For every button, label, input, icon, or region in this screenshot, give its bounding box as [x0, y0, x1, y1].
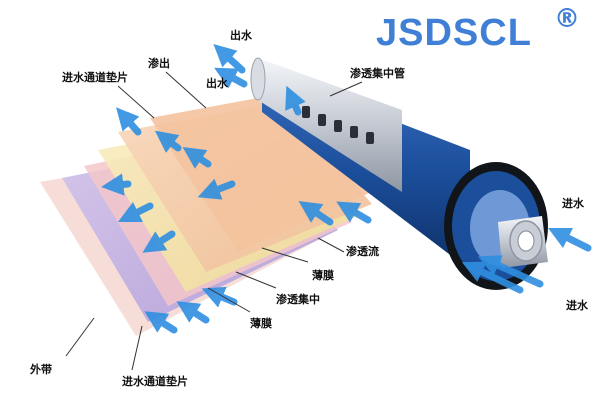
leader-permeate-collect [235, 271, 277, 289]
leader-permeate-tube [329, 81, 363, 97]
label-feed-spacer-bottom: 进水通道垫片 [122, 375, 188, 388]
arrow-layer-5 [101, 173, 132, 196]
arrow-out-mid [214, 67, 248, 89]
label-permeate-tube: 渗透集中管 [350, 67, 405, 80]
arrow-out-top [213, 43, 246, 74]
arrow-permeate-2 [336, 201, 372, 224]
label-membrane-lower: 薄膜 [250, 317, 272, 330]
arrow-layer-4 [197, 178, 236, 200]
brand-logo: JSDSCL [376, 12, 532, 54]
arrow-feed-bot-1 [144, 311, 178, 334]
arrow-layer-1 [116, 107, 142, 136]
registered-mark: ® [554, 4, 580, 34]
label-permeate-out: 渗出 [148, 57, 170, 70]
arrow-layer-6 [117, 201, 154, 223]
label-feed-in-upper: 进水 [562, 197, 584, 210]
label-outer-wrap: 外带 [30, 363, 52, 376]
leader-feed-spacer-top [117, 85, 155, 119]
leader-membrane-lower [207, 287, 251, 313]
arrow-feed-bot-2 [176, 301, 210, 324]
leader-outer-wrap [65, 317, 95, 357]
leader-permeate-out [165, 71, 207, 109]
label-feed-spacer-top: 进水通道垫片 [62, 71, 128, 84]
arrow-tube-up [285, 85, 306, 116]
arrow-layer-7 [142, 230, 176, 253]
label-out-water-top: 出水 [230, 29, 252, 42]
arrow-layer-3 [182, 147, 212, 169]
label-feed-in-lower: 进水 [566, 299, 588, 312]
arrow-feed-in-2 [477, 255, 544, 288]
label-permeate-collect: 渗透集中 [276, 293, 320, 306]
arrow-layer-2 [154, 130, 182, 154]
arrow-feed-in-3 [461, 261, 524, 294]
label-membrane-upper: 薄膜 [312, 269, 334, 282]
arrow-feed-in-1 [547, 227, 592, 252]
leader-permeate-flow [317, 237, 345, 253]
tube-white-left-end [250, 57, 266, 101]
leader-feed-spacer-bottom [131, 325, 143, 371]
leader-membrane-upper [261, 247, 309, 263]
label-out-water-mid: 出水 [206, 77, 228, 90]
label-permeate-flow: 渗透流 [346, 245, 379, 258]
arrow-permeate-1 [298, 201, 334, 226]
